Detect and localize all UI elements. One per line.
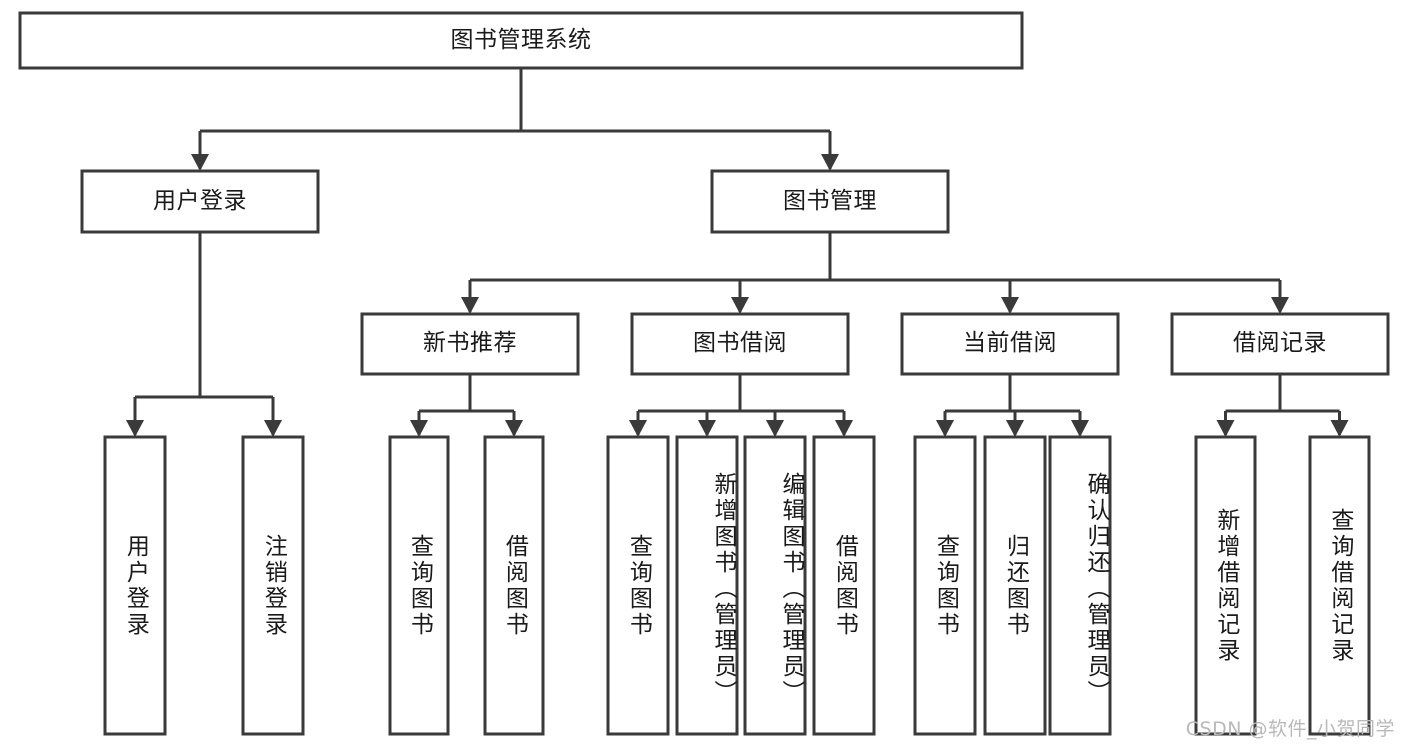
edge-group-borrow (629, 374, 853, 437)
node-box-newbook[interactable] (360, 312, 580, 376)
node-box-re-add[interactable] (1194, 435, 1257, 736)
node-box-cu-query[interactable] (913, 435, 977, 736)
edge-arrowhead (766, 420, 784, 437)
edge-arrowhead (731, 297, 749, 314)
edge-group-records (1216, 374, 1349, 437)
node-box-bo-borrow[interactable] (812, 435, 876, 736)
node-box-bo-edit[interactable] (743, 435, 807, 736)
edge-arrowhead (191, 154, 209, 171)
edge-group-current (936, 374, 1089, 437)
edge-group-root (191, 68, 839, 171)
node-box-bo-query[interactable] (606, 435, 670, 736)
edge-group-login (126, 232, 282, 437)
node-box-borrow[interactable] (630, 312, 850, 376)
edge-arrowhead (505, 420, 523, 437)
node-box-root[interactable] (18, 11, 1024, 70)
edge-arrowhead (410, 420, 428, 437)
edge-group-newbook (410, 374, 523, 437)
node-box-bookmgmt[interactable] (710, 169, 950, 234)
node-box-userlogin[interactable] (103, 435, 167, 736)
node-box-records[interactable] (1170, 312, 1390, 376)
node-box-current[interactable] (900, 312, 1120, 376)
edge-arrowhead (936, 420, 954, 437)
edge-arrowhead (1216, 420, 1235, 437)
edge-arrowhead (264, 420, 282, 437)
edge-arrowhead (821, 154, 839, 171)
node-box-re-query[interactable] (1308, 435, 1371, 736)
node-box-nb-borrow[interactable] (483, 435, 545, 736)
node-box-nb-query[interactable] (388, 435, 450, 736)
edge-arrowhead (1001, 297, 1019, 314)
edge-arrowhead (835, 420, 853, 437)
edge-arrowhead (1271, 297, 1289, 314)
edge-arrowhead (1330, 420, 1349, 437)
edge-arrowhead (698, 420, 716, 437)
edge-arrowhead (126, 420, 144, 437)
node-box-login[interactable] (80, 169, 320, 234)
edge-arrowhead (461, 297, 479, 314)
edge-arrowhead (1006, 420, 1024, 437)
node-box-bo-add[interactable] (675, 435, 739, 736)
node-box-cu-return[interactable] (983, 435, 1047, 736)
edge-group-bookmgmt (461, 232, 1289, 314)
node-box-logout[interactable] (241, 435, 305, 736)
node-box-cu-confirm[interactable] (1048, 435, 1112, 736)
edge-arrowhead (1071, 420, 1089, 437)
watermark-text: CSDN @软件_小贺同学 (1185, 718, 1395, 740)
edge-arrowhead (629, 420, 647, 437)
